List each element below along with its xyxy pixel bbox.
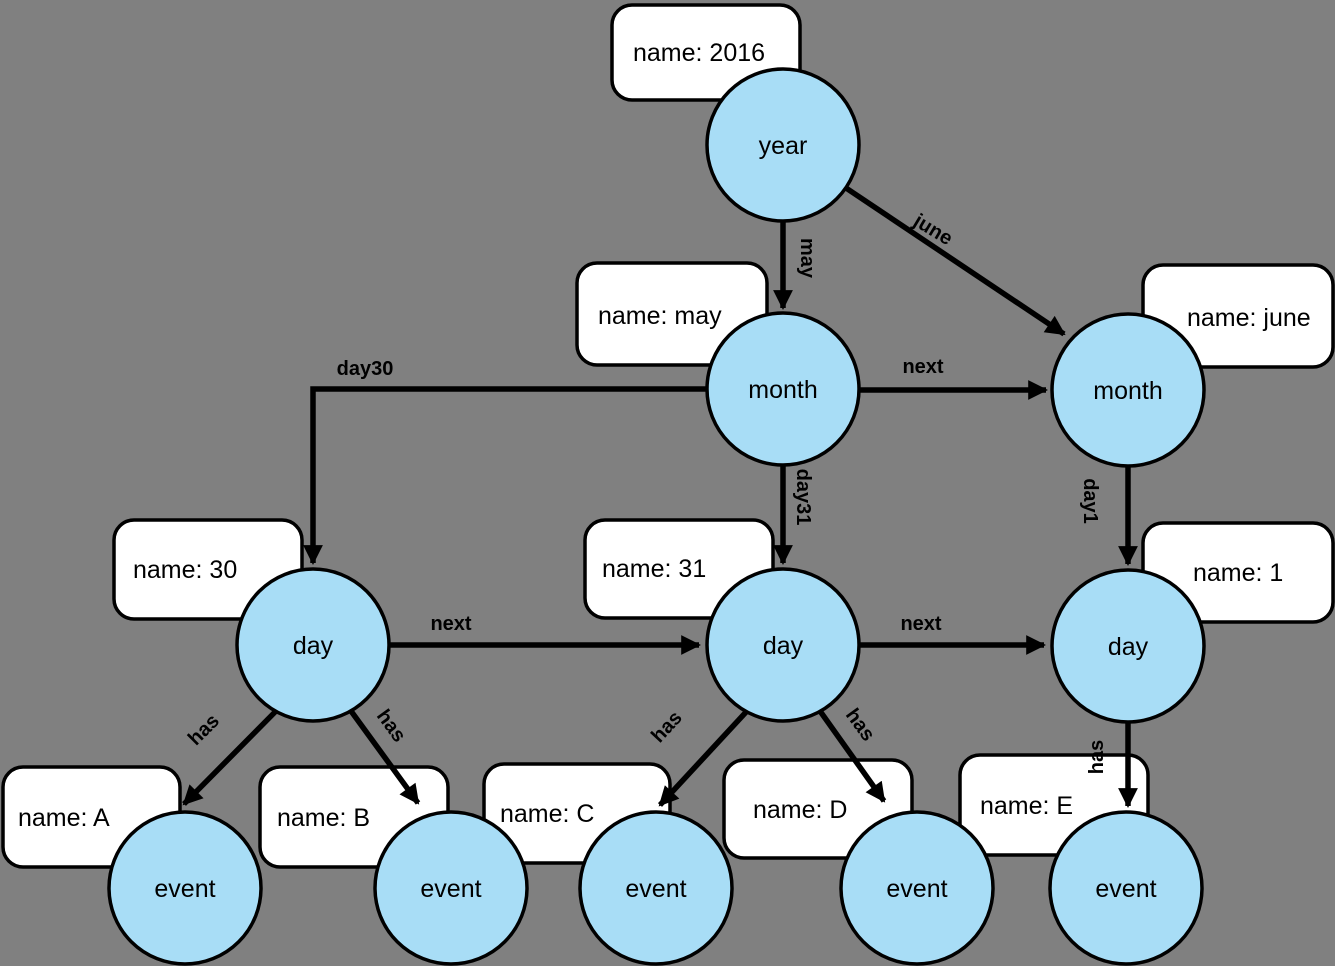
property-box-label-day1-name: name: 1 [1193, 559, 1283, 587]
node-day-31 [705, 567, 861, 723]
edge-may-to-day30 [303, 386, 707, 565]
node-label-event-a: event [154, 875, 215, 903]
node-month-june [1050, 312, 1206, 468]
property-box-label-eventE-name: name: E [980, 792, 1073, 820]
edge-label-june-to-day1: day1 [1079, 478, 1101, 524]
property-box-label-day30-name: name: 30 [133, 556, 237, 584]
node-year [705, 67, 861, 223]
edge-label-may-to-day31: day31 [792, 469, 814, 526]
node-event-d [839, 810, 995, 966]
node-label-month-may: month [748, 376, 817, 404]
property-box-label-eventB-name: name: B [277, 804, 370, 832]
node-label-event-e: event [1095, 875, 1156, 903]
property-box-label-eventD-name: name: D [753, 796, 847, 824]
edge-label-may-to-june: next [902, 356, 943, 378]
edge-label-year-to-may: may [796, 238, 818, 279]
node-label-event-b: event [420, 875, 481, 903]
node-label-event-d: event [886, 875, 947, 903]
property-box-label-may-name: name: may [598, 302, 722, 330]
node-event-a [107, 810, 263, 966]
node-label-event-c: event [625, 875, 686, 903]
node-event-c [578, 810, 734, 966]
property-box-label-year-name: name: 2016 [633, 39, 765, 67]
node-label-month-june: month [1093, 377, 1162, 405]
edge-day31-to-eventC [657, 709, 750, 807]
edge-day31-to-eventD [817, 709, 887, 803]
node-label-year: year [759, 132, 808, 160]
edge-label-day31-to-day1: next [900, 613, 941, 635]
edges [182, 185, 1138, 808]
property-box-label-june-name: name: june [1187, 304, 1311, 332]
node-label-day-1: day [1108, 633, 1149, 661]
edge-year-to-june [844, 185, 1066, 337]
edge-label-may-to-day30: day30 [337, 358, 394, 380]
node-day-1 [1050, 568, 1206, 724]
nodes: year month month day day day event event event ev… [107, 67, 1206, 966]
edge-day30-to-eventB [348, 709, 421, 805]
property-box-label-eventA-name: name: A [18, 804, 110, 832]
property-box-label-day31-name: name: 31 [602, 555, 706, 583]
edge-label-day30-to-day31: next [430, 613, 471, 635]
node-label-day-30: day [293, 632, 334, 660]
node-month-may [705, 311, 861, 467]
node-event-e [1048, 810, 1204, 966]
property-box-label-eventC-name: name: C [500, 800, 594, 828]
node-day-30 [235, 567, 391, 723]
edge-label-day1-to-eventE: has [1086, 740, 1108, 774]
node-label-day-31: day [763, 632, 804, 660]
node-event-b [373, 810, 529, 966]
edge-day30-to-eventA [182, 708, 279, 806]
